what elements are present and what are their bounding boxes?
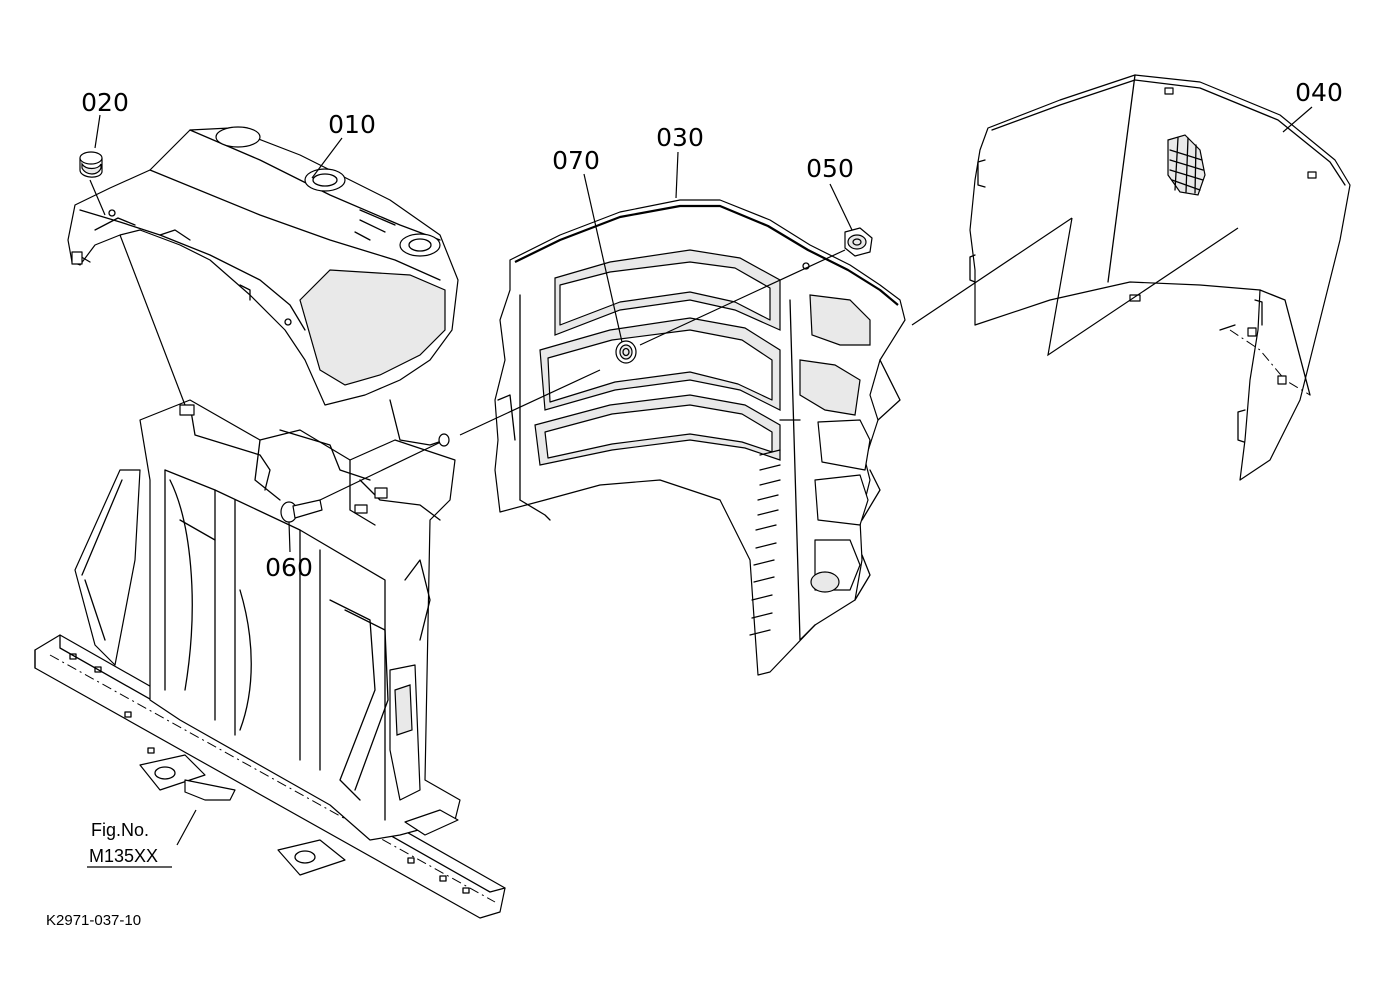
callout-070: 070 <box>552 146 600 175</box>
callout-020: 020 <box>81 88 129 117</box>
part-020-cap <box>79 151 103 178</box>
callout-050: 050 <box>806 154 854 183</box>
part-050-nut <box>844 227 873 257</box>
fig-reference-number: M135XX <box>89 846 158 866</box>
support-frame <box>34 399 506 919</box>
callout-leaders <box>94 106 1313 846</box>
callout-010: 010 <box>328 110 376 139</box>
callout-060: 060 <box>265 553 313 582</box>
part-010-top-cover <box>67 126 459 406</box>
callout-030: 030 <box>656 123 704 152</box>
part-030-grille-frame <box>494 199 906 676</box>
assembly-lines <box>89 179 1239 501</box>
fig-reference-label: Fig.No. <box>91 820 149 840</box>
drawing-code: K2971-037-10 <box>46 912 141 929</box>
part-040-screen-panel <box>969 74 1351 481</box>
callout-040: 040 <box>1295 78 1343 107</box>
part-060-bolt <box>280 499 323 523</box>
part-070-grommet <box>615 340 637 364</box>
mesh-patch <box>1167 134 1206 196</box>
